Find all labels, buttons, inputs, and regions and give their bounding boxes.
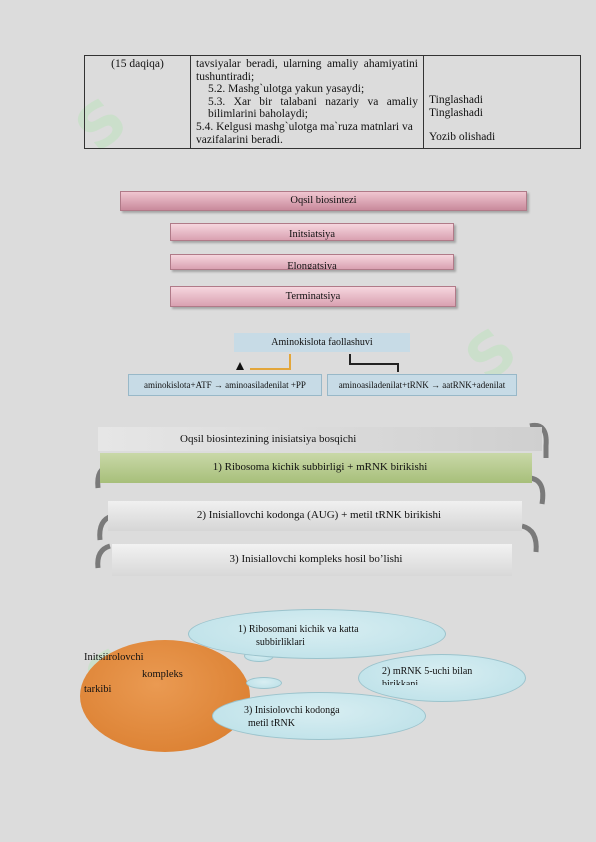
activity-line: 5.2. Mashg`ulotga yakun yasaydi; (208, 83, 365, 96)
activity-line: 5.4. Kelgusi mashg`ulotga ma`ruza matnla… (196, 120, 413, 146)
step-initiation: Initsiatsiya (170, 223, 454, 241)
complex-label-3: tarkibi (84, 684, 112, 695)
cloud-mrna-line1: 2) mRNK 5-uchi bilan (382, 666, 473, 677)
connector-oval (246, 677, 282, 689)
activation-left-formula: aminokislota+ATF → aminoasiladenilat +PP (128, 374, 322, 396)
initiation-item-3: 3) Inisiallovchi kompleks hosil bo’lishi (112, 544, 512, 576)
complex-label-2: kompleks (142, 669, 183, 680)
cloud-trna-line1: 3) Inisiolovchi kodonga (244, 705, 340, 716)
cloud-mrna (358, 654, 526, 702)
complex-ellipse (80, 640, 250, 752)
cloud-trna (212, 692, 426, 740)
cloud-mrna-line2: birikkani (382, 679, 419, 685)
step-termination: Terminatsiya (170, 286, 456, 307)
initiation-title: Oqsil biosintezining inisiatsiya bosqich… (98, 427, 542, 451)
teacher-activity-cell: tavsiyalar beradi, ularning amaliy ahami… (190, 54, 424, 150)
cloud-subunits-line1: 1) Ribosomani kichik va katta (238, 624, 359, 635)
initiation-item-2: 2) Inisiallovchi kodonga (AUG) + metil t… (108, 501, 522, 531)
table-row: (15 daqiqa) tavsiyalar beradi, ularning … (84, 54, 581, 150)
lesson-table: (15 daqiqa) tavsiyalar beradi, ularning … (84, 54, 581, 150)
biosynthesis-title: Oqsil biosintezi (120, 191, 527, 211)
activity-line: 5.3. Xar bir talabani nazariy va amaliy … (208, 95, 418, 121)
student-line: Tinglashadi (429, 94, 483, 106)
complex-label-1: Initsiirolovchi (84, 652, 144, 663)
step-elongation: Elongatsiya (170, 254, 454, 270)
activity-line: tavsiyalar beradi, ularning amaliy ahami… (196, 58, 418, 83)
cloud-subunits-line2: subbirliklari (256, 637, 305, 648)
activation-right-formula: aminoasiladenilat+tRNK → aatRNK+adenilat (327, 374, 517, 396)
activation-connectors (236, 354, 399, 372)
student-line: Tinglashadi (429, 106, 483, 119)
initiation-item-1: 1) Ribosoma kichik subbirligi + mRNK bir… (100, 453, 532, 483)
student-activity-cell: Tinglashadi Tinglashadi Yozib olishadi (423, 54, 581, 150)
student-line: Yozib olishadi (429, 131, 496, 144)
activation-title: Aminokislota faollashuvi (234, 333, 410, 352)
cloud-subunits (188, 609, 446, 659)
cloud-trna-line2: metil tRNK (248, 718, 295, 729)
time-cell: (15 daqiqa) (84, 54, 191, 150)
